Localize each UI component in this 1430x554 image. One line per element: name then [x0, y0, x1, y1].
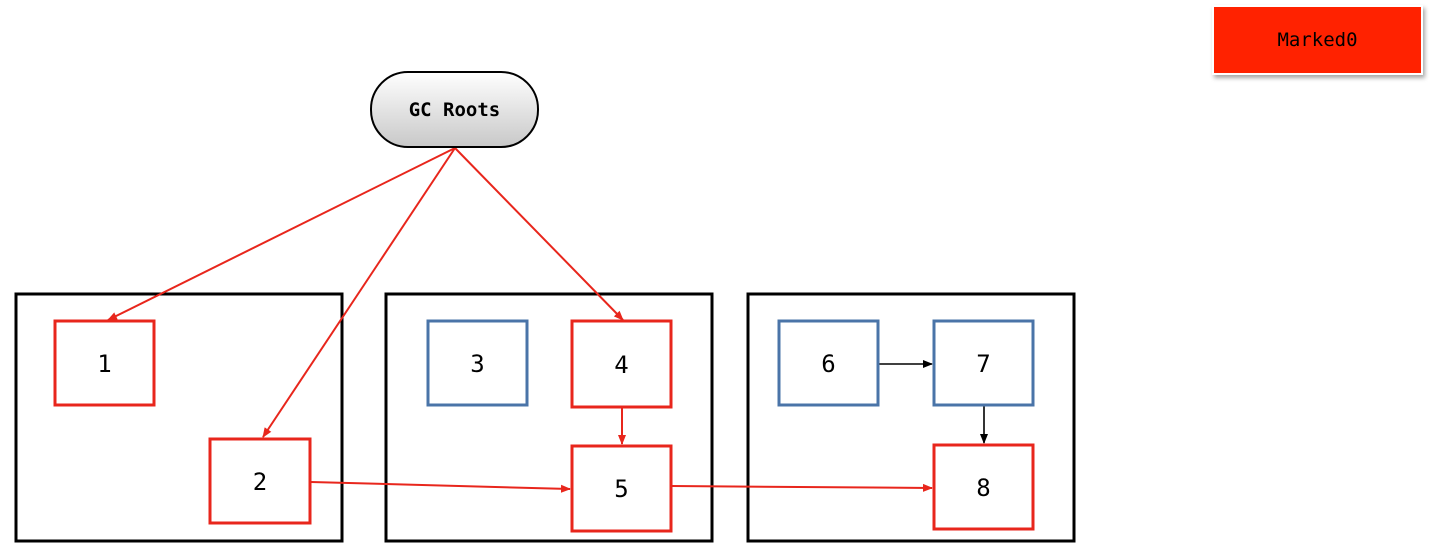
edge-2-5 [310, 481, 571, 493]
node-7-label: 7 [976, 350, 990, 378]
legend-marked0: Marked0 [1212, 5, 1423, 75]
node-5-label: 5 [614, 475, 628, 503]
edges-layer [107, 147, 988, 493]
legend-label: Marked0 [1277, 29, 1357, 51]
edge-root-4 [454, 147, 624, 321]
node-4-label: 4 [614, 351, 628, 379]
node-6[interactable]: 6 [777, 319, 880, 407]
edge-5-8 [671, 483, 933, 492]
gc-roots-label: GC Roots [409, 99, 501, 121]
edge-root-2 [262, 147, 456, 438]
node-3[interactable]: 3 [426, 319, 529, 407]
node-5[interactable]: 5 [570, 444, 673, 533]
region-1 [14, 292, 344, 543]
node-2-label: 2 [253, 468, 267, 496]
edge-root-1 [107, 147, 456, 321]
node-1[interactable]: 1 [53, 319, 156, 407]
legend-swatch [1212, 5, 1423, 75]
node-2[interactable]: 2 [208, 437, 312, 525]
region-2 [384, 292, 714, 543]
node-8[interactable]: 8 [932, 443, 1035, 531]
gc-roots-node[interactable]: GC Roots [370, 71, 539, 148]
region-3 [746, 292, 1076, 543]
node-1-label: 1 [97, 350, 111, 378]
node-8-label: 8 [976, 474, 990, 502]
node-6-label: 6 [821, 350, 835, 378]
node-7[interactable]: 7 [932, 319, 1035, 407]
node-4[interactable]: 4 [570, 319, 673, 409]
node-3-label: 3 [470, 350, 484, 378]
